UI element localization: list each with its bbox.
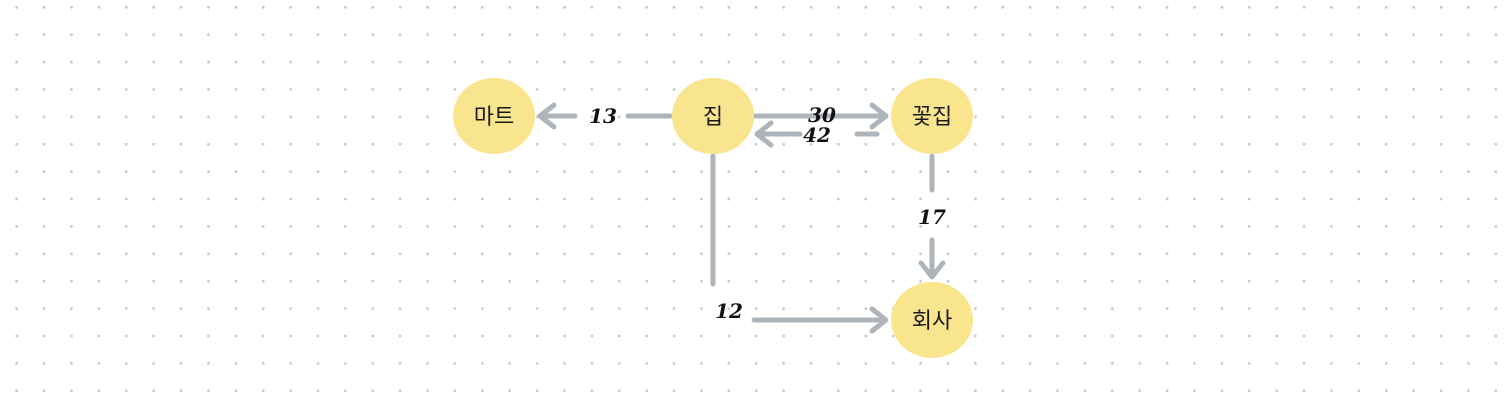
- edge-label-42: 42: [803, 123, 831, 147]
- node-label-flower-shop: 꽃집: [912, 105, 952, 130]
- node-label-mart: 마트: [474, 105, 514, 130]
- edge-home-to-office: [710, 153, 889, 334]
- node-office: 회사: [891, 282, 973, 358]
- arrowhead-right-icon: [869, 102, 889, 130]
- edge-flower-to-office: [918, 153, 946, 280]
- arrowhead-down-icon: [918, 260, 946, 280]
- edge-label-12: 12: [715, 299, 743, 323]
- edge-label-30: 30: [808, 103, 836, 127]
- edge-home-to-flower: [752, 102, 889, 130]
- node-home: 집: [672, 78, 754, 154]
- node-mart: 마트: [453, 78, 535, 154]
- edge-home-to-mart: [537, 102, 673, 130]
- node-label-office: 회사: [912, 309, 952, 334]
- node-label-home: 집: [703, 105, 723, 130]
- arrowhead-left-icon: [754, 120, 774, 148]
- node-flower-shop: 꽃집: [891, 78, 973, 154]
- edge-label-17: 17: [918, 205, 946, 229]
- edge-flower-to-home: [754, 120, 880, 148]
- arrowhead-right-icon: [869, 306, 889, 334]
- edge-label-13: 13: [589, 104, 617, 128]
- arrowhead-left-icon: [537, 102, 557, 130]
